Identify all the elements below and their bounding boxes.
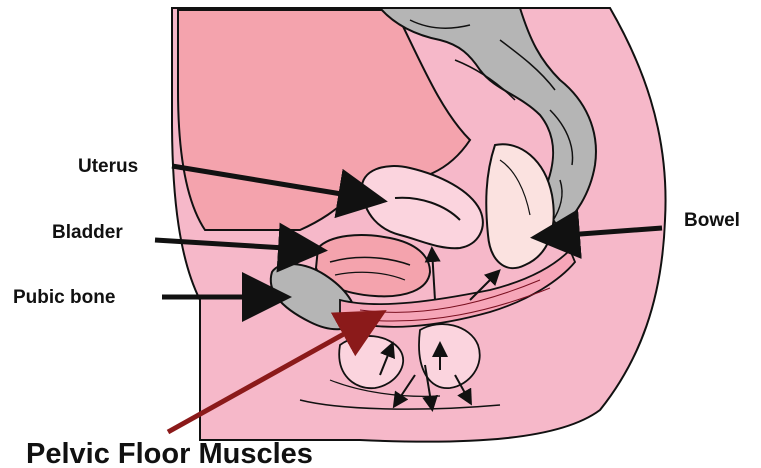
pelvic-floor-muscles-label: Pelvic Floor Muscles bbox=[26, 438, 313, 468]
bowel-label: Bowel bbox=[684, 210, 740, 231]
uterus-label: Uterus bbox=[78, 156, 138, 177]
bladder-label: Bladder bbox=[52, 222, 123, 243]
pubic-bone-label: Pubic bone bbox=[13, 287, 115, 308]
